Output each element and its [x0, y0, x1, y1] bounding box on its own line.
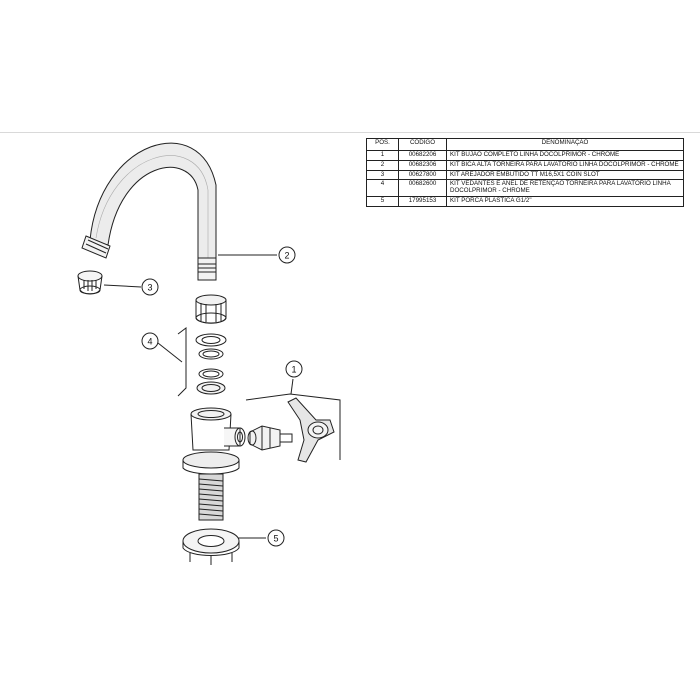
row-codigo: 00682206 — [398, 150, 447, 161]
spout-connector — [195, 294, 227, 324]
table-row: 1 00682206 KIT BUJÃO COMPLETO LINHA DOCO… — [366, 150, 684, 161]
aerator-part — [77, 270, 103, 295]
row-denominacao: KIT AREJADOR EMBUTIDO TT M16,5X1 COIN SL… — [446, 169, 684, 181]
parts-table-header: POS. CODIGO DENOMINAÇÃO — [366, 138, 684, 151]
page-divider — [0, 132, 700, 133]
header-pos: POS. — [366, 138, 399, 151]
callout-number-1: 1 — [291, 365, 296, 375]
header-denominacao: DENOMINAÇÃO — [446, 138, 684, 151]
row-pos: 5 — [366, 196, 399, 207]
callout-circle-2 — [278, 246, 296, 264]
row-pos: 2 — [366, 159, 399, 171]
faucet-body — [182, 407, 246, 521]
bracket-1 — [245, 393, 341, 460]
leader-4 — [157, 342, 183, 363]
row-denominacao: KIT VEDANTES E ANEL DE RETENÇÃO TORNEIRA… — [446, 179, 684, 198]
row-denominacao: KIT BUJÃO COMPLETO LINHA DOCOLPRIMOR - C… — [446, 150, 684, 161]
seal-kit-part — [195, 333, 227, 395]
bracket-4 — [177, 327, 187, 397]
valve-handle-part — [247, 397, 335, 463]
callout-number-3: 3 — [147, 283, 152, 293]
table-row: 2 00682306 KIT BICA ALTA TORNEIRA PARA L… — [366, 159, 684, 171]
row-denominacao: KIT BICA ALTA TORNEIRA PARA LAVATÓRIO LI… — [446, 159, 684, 171]
row-denominacao: KIT PORCA PLASTICA G1/2" — [446, 196, 684, 207]
table-row: 5 17995153 KIT PORCA PLASTICA G1/2" — [366, 196, 684, 207]
callout-circle-3 — [141, 278, 159, 296]
row-codigo: 17995153 — [398, 196, 447, 207]
callout-number-4: 4 — [147, 337, 152, 347]
spout-base — [197, 257, 217, 281]
header-codigo: CODIGO — [398, 138, 447, 151]
table-row: 4 00682600 KIT VEDANTES E ANEL DE RETENÇ… — [366, 179, 684, 198]
callout-circle-5 — [267, 529, 285, 547]
spout-part — [81, 142, 217, 281]
leader-1 — [290, 378, 294, 395]
callout-number-2: 2 — [284, 251, 289, 261]
plastic-nut-part — [182, 528, 240, 565]
row-codigo: 00682306 — [398, 159, 447, 171]
leader-3 — [103, 284, 142, 288]
row-pos: 1 — [366, 150, 399, 161]
callout-circle-1 — [285, 360, 303, 378]
row-pos: 4 — [366, 179, 399, 198]
parts-table: POS. CODIGO DENOMINAÇÃO 1 00682206 KIT B… — [366, 138, 684, 207]
table-row: 3 00627800 KIT AREJADOR EMBUTIDO TT M16,… — [366, 169, 684, 181]
row-codigo: 00682600 — [398, 179, 447, 198]
spout-tip — [81, 235, 111, 259]
callout-circle-4 — [141, 332, 159, 350]
row-pos: 3 — [366, 169, 399, 181]
row-codigo: 00627800 — [398, 169, 447, 181]
callout-number-5: 5 — [273, 534, 278, 544]
